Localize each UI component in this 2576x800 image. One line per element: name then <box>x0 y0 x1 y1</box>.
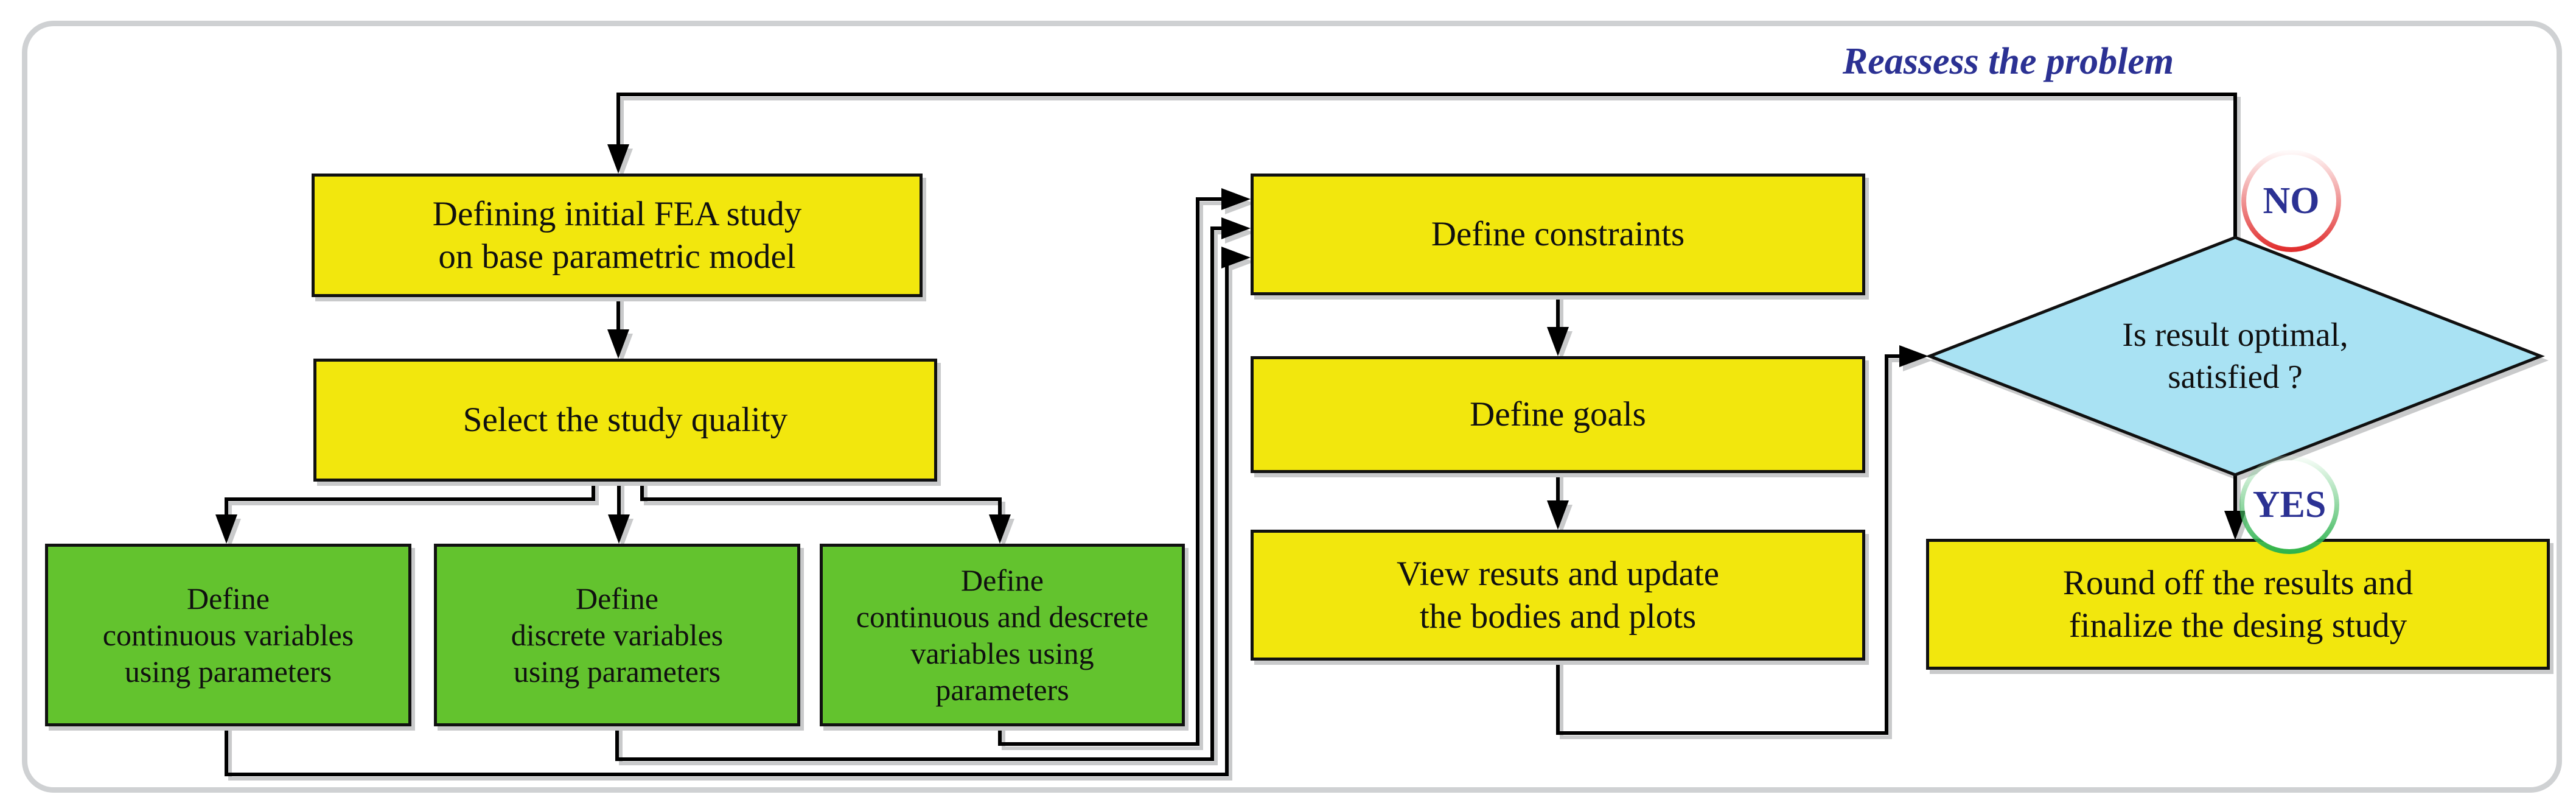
reassess-label: Reassess the problem <box>1842 41 2174 82</box>
decision-label: Is result optimal, satisfied ? <box>2122 316 2348 395</box>
connector-mixed-constraints <box>998 197 1223 746</box>
node-select-study-quality: Select the study quality <box>313 359 937 482</box>
decision-diamond <box>1925 236 2545 477</box>
arrowhead-into-discrete <box>608 514 630 544</box>
arrowhead-into-constraints-top <box>1221 188 1251 210</box>
node-round-off-results: Round off the results and finalize the d… <box>1926 539 2550 670</box>
arrowhead-into-constraints-mid <box>1221 217 1251 239</box>
node-define-constraints: Define constraints <box>1251 174 1865 295</box>
arrowhead-into-constraints-bottom <box>1221 247 1251 268</box>
node-define-discrete-variables: Define discrete variables using paramete… <box>434 544 800 726</box>
node-view-results: View resuts and update the bodies and pl… <box>1251 530 1865 661</box>
arrowhead-into-round <box>2224 511 2246 540</box>
yes-badge: YES <box>2239 455 2339 554</box>
arrowhead-into-decision <box>1899 345 1929 367</box>
connector-discrete-constraints <box>615 226 1223 761</box>
arrowhead-into-mixed <box>989 514 1011 544</box>
connector-reassess-loop <box>616 93 2237 237</box>
node-define-goals: Define goals <box>1251 356 1865 473</box>
connector-select-mixed <box>640 482 1002 516</box>
connector-select-continuous <box>225 482 595 516</box>
node-define-continuous-variables: Define continuous variables using parame… <box>45 544 411 726</box>
node-define-mixed-variables: Define continuous and descrete variables… <box>820 544 1185 726</box>
arrowhead-into-continuous <box>215 514 237 544</box>
connector-view-decision <box>1556 354 1899 735</box>
arrowhead-into-goals <box>1547 327 1569 356</box>
node-defining-initial-fea-study: Defining initial FEA study on base param… <box>312 174 923 297</box>
figure-frame <box>22 21 2562 793</box>
arrowhead-into-fea <box>607 144 629 174</box>
no-badge: NO <box>2241 150 2341 252</box>
arrowhead-into-select <box>607 329 629 359</box>
arrowhead-into-view <box>1547 500 1569 530</box>
